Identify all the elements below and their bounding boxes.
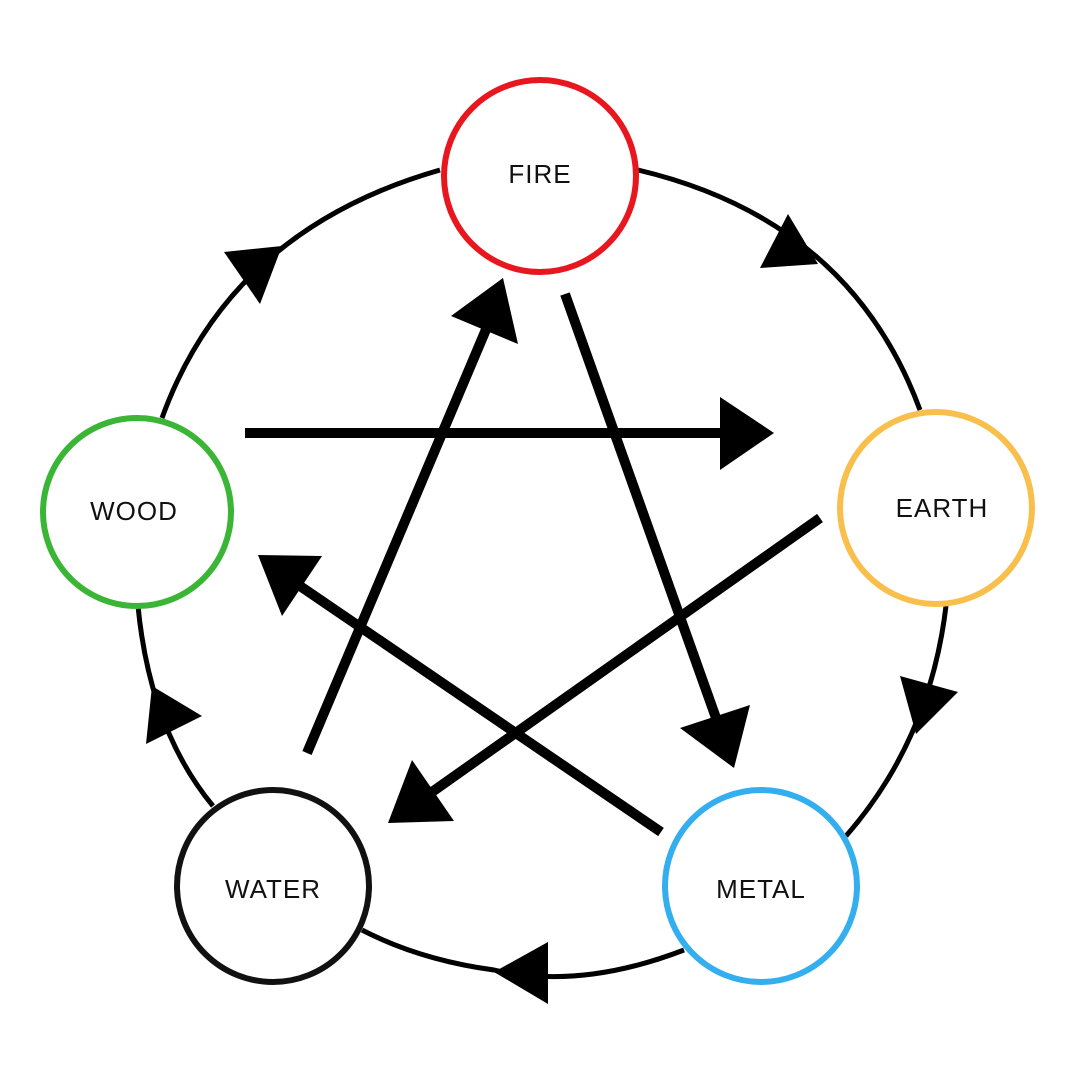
controlling-cycle (245, 292, 823, 837)
arc-wood-to-fire (159, 167, 441, 419)
arrowhead-wood-earth (720, 397, 774, 470)
node-water: WATER (174, 787, 372, 985)
arrowhead-water-fire (451, 278, 518, 344)
arrowhead-earth-water (388, 760, 454, 823)
generating-arrowheads (146, 214, 958, 1004)
node-earth: EARTH (837, 409, 1035, 607)
node-wood: WOOD (40, 415, 234, 609)
arrowhead-fire-earth (760, 214, 818, 268)
star-line-earth-water (429, 513, 823, 797)
earth-circle (837, 409, 1035, 607)
star-line-metal-wood (297, 581, 664, 837)
arrowhead-wood-fire (224, 246, 282, 304)
arrowhead-metal-water (494, 942, 548, 1004)
node-fire: FIRE (441, 77, 639, 275)
water-circle (174, 787, 372, 985)
node-metal: METAL (662, 787, 860, 985)
star-line-fire-metal (560, 292, 721, 720)
wood-label: WOOD (90, 496, 178, 526)
metal-circle (662, 787, 860, 985)
arrowhead-water-wood (146, 686, 202, 744)
controlling-arrowheads (258, 278, 774, 823)
water-label: WATER (225, 874, 321, 904)
arc-fire-to-earth (637, 167, 923, 411)
star-line-water-fire (302, 318, 495, 755)
metal-label: METAL (716, 874, 806, 904)
arrowhead-earth-metal (900, 676, 958, 734)
fire-circle (441, 77, 639, 275)
arrowhead-fire-metal (680, 705, 750, 768)
arc-earth-to-metal (844, 605, 949, 838)
fire-label: FIRE (508, 159, 571, 189)
earth-label: EARTH (896, 493, 989, 523)
wood-circle (40, 415, 234, 609)
arrowhead-metal-wood (258, 555, 322, 616)
